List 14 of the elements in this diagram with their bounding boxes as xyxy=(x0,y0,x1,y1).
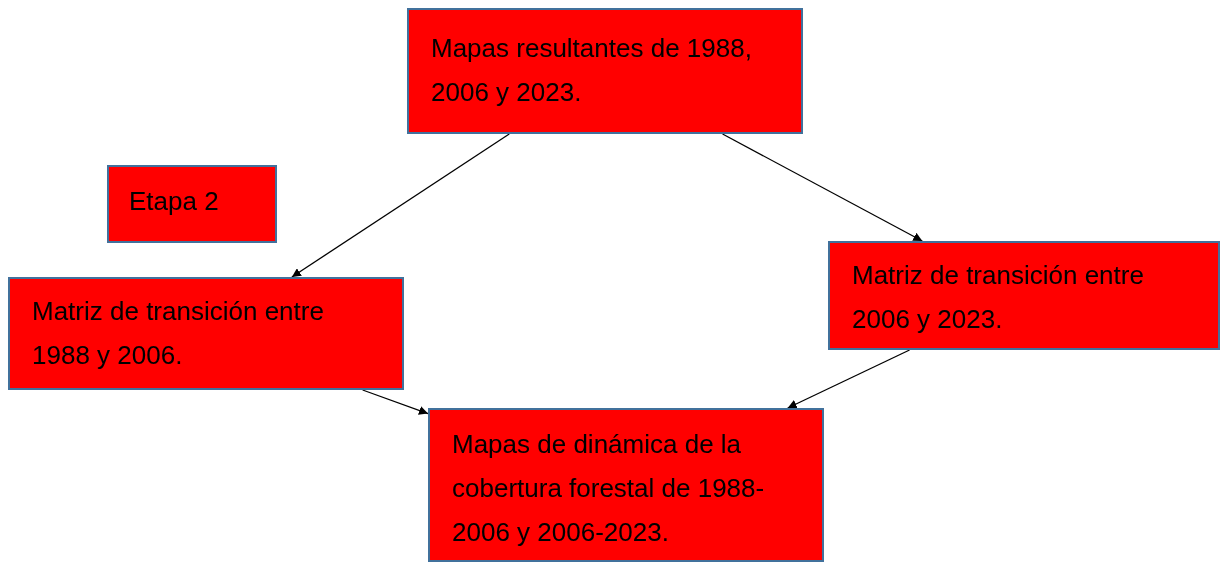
arrow xyxy=(362,389,429,415)
arrow xyxy=(787,349,911,409)
process-box xyxy=(828,241,1220,350)
arrow xyxy=(721,133,923,242)
process-box xyxy=(428,408,824,562)
box-text: Mapas resultantes de 1988, 2006 y 2023. xyxy=(431,32,753,109)
box-text: Matriz de transición entre 2006 y 2023. xyxy=(852,259,1145,336)
box-text: Matriz de transición entre 1988 y 2006. xyxy=(32,295,325,372)
box-text: Etapa 2 xyxy=(129,185,220,218)
arrow xyxy=(291,133,510,278)
process-box xyxy=(8,277,404,390)
process-box xyxy=(407,8,803,134)
process-box xyxy=(107,165,277,243)
box-text: Mapas de dinámica de la cobertura forestal de 1988-2006 y 2006-2023. xyxy=(452,428,766,549)
